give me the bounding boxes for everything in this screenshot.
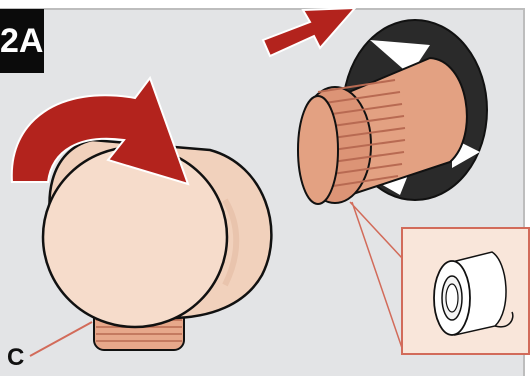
part-label-c: C <box>7 344 24 372</box>
step-badge: 2A <box>0 9 44 73</box>
teflon-tape-callout <box>402 228 529 354</box>
outlet-face <box>43 147 227 327</box>
